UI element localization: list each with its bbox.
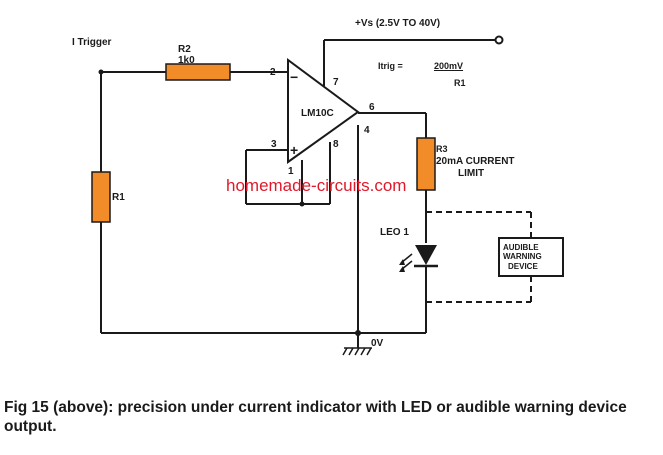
audible-device-box <box>498 237 564 277</box>
pin-4-label: 4 <box>364 125 370 136</box>
pin-7-label: 7 <box>333 77 339 88</box>
led-arrow-2 <box>399 266 405 272</box>
ground-hatch-5 <box>366 347 372 356</box>
loop-junction <box>299 201 305 207</box>
ground-hatch-4 <box>360 347 366 356</box>
device-label-line3: DEVICE <box>508 262 538 271</box>
r3-label: R3 <box>436 144 448 154</box>
r2-label: R2 <box>178 44 191 55</box>
resistor-r2 <box>165 63 231 81</box>
watermark-text: homemade-circuits.com <box>226 176 407 195</box>
figure-caption: Fig 15 (above): precision under current … <box>4 399 627 435</box>
wiring <box>100 39 496 348</box>
formula-numerator: 200mV <box>434 61 464 71</box>
noninverting-input-sign: + <box>290 142 299 158</box>
pin-3-label: 3 <box>271 139 277 150</box>
ground-label: 0V <box>371 338 384 349</box>
device-connection <box>426 211 532 303</box>
led-label: LEO 1 <box>380 227 409 238</box>
trigger-label: I Trigger <box>72 37 112 48</box>
pin-6-label: 6 <box>369 102 375 113</box>
r3-description: 20mA CURRENT <box>436 156 515 167</box>
ground-hatch-2 <box>348 347 354 356</box>
led-triangle <box>415 245 437 265</box>
resistor-r3 <box>416 137 436 191</box>
r3-description-line2: LIMIT <box>458 168 485 179</box>
formula-lhs: Itrig = <box>378 61 403 71</box>
ground-symbol <box>342 347 372 356</box>
r2-value: 1k0 <box>178 55 195 66</box>
formula-denominator: R1 <box>454 78 466 88</box>
resistor-r1 <box>91 171 111 223</box>
trigger-terminal <box>98 69 104 75</box>
device-label-line2: WARNING <box>503 252 542 261</box>
supply-terminal <box>494 35 504 45</box>
led-arrow-1 <box>399 259 405 265</box>
ground-junction <box>355 330 361 336</box>
opamp-label: LM10C <box>301 108 334 119</box>
inverting-input-sign: − <box>290 69 299 85</box>
ground-hatch-3 <box>354 347 360 356</box>
pin-1-label: 1 <box>288 166 294 177</box>
pin-2-label: 2 <box>270 67 276 78</box>
ground-hatch-1 <box>342 347 348 356</box>
led-symbol <box>399 245 438 272</box>
r1-label: R1 <box>112 192 125 203</box>
supply-voltage-label: +Vs (2.5V TO 40V) <box>355 18 441 29</box>
pin-8-label: 8 <box>333 139 339 150</box>
opamp-symbol <box>287 58 360 164</box>
circuit-schematic <box>91 35 564 356</box>
device-label-line1: AUDIBLE <box>503 243 539 252</box>
